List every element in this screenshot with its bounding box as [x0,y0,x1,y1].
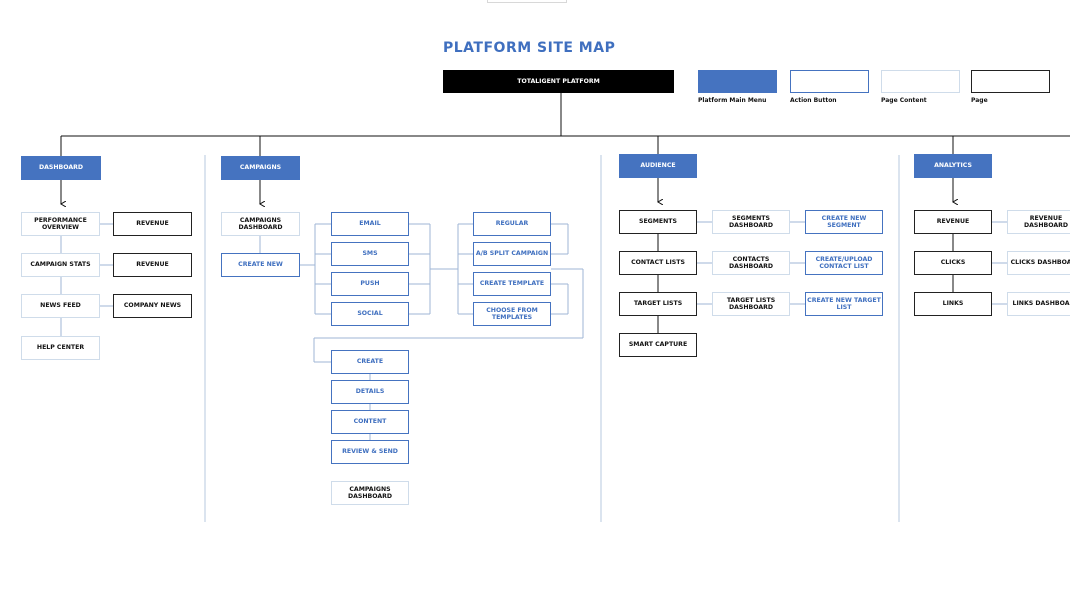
legend-label-page: Page [971,97,988,104]
node-sms: SMS [331,242,409,266]
node-contact-lists: CONTACT LISTS [619,251,697,275]
menu-analytics: ANALYTICS [914,154,992,178]
node-target-lists-dashboard: TARGET LISTS DASHBOARD [712,292,790,316]
node-smart-capture: SMART CAPTURE [619,333,697,357]
node-clicks-dashboard: CLICKS DASHBOARD [1007,251,1070,275]
node-performance-overview: PERFORMANCE OVERVIEW [21,212,100,236]
node-target-lists: TARGET LISTS [619,292,697,316]
node-create-template: CREATE TEMPLATE [473,272,551,296]
page-title: PLATFORM SITE MAP [443,40,616,56]
legend-swatch-page-content [881,70,960,93]
node-segments: SEGMENTS [619,210,697,234]
legend-swatch-page [971,70,1050,93]
node-revenue-1: REVENUE [113,212,192,236]
node-campaigns-dashboard: CAMPAIGNS DASHBOARD [221,212,300,236]
root-node: TOTALIGENT PLATFORM [443,70,674,93]
node-create: CREATE [331,350,409,374]
node-create-new-target-list: CREATE NEW TARGET LIST [805,292,883,316]
node-news-feed: NEWS FEED [21,294,100,318]
node-choose-from-templates: CHOOSE FROM TEMPLATES [473,302,551,326]
legend-swatch-action-button [790,70,869,93]
node-create-new: CREATE NEW [221,253,300,277]
node-contacts-dashboard: CONTACTS DASHBOARD [712,251,790,275]
node-create-new-segment: CREATE NEW SEGMENT [805,210,883,234]
node-campaign-stats: CAMPAIGN STATS [21,253,100,277]
top-tab-edge [487,0,567,3]
node-revenue-dashboard: REVENUE DASHBOARD [1007,210,1070,234]
node-email: EMAIL [331,212,409,236]
node-segments-dashboard: SEGMENTS DASHBOARD [712,210,790,234]
legend-label-page-content: Page Content [881,97,927,104]
node-campaigns-dashboard-end: CAMPAIGNS DASHBOARD [331,481,409,505]
node-create-upload-contact-list: CREATE/UPLOAD CONTACT LIST [805,251,883,275]
node-social: SOCIAL [331,302,409,326]
node-analytics-revenue: REVENUE [914,210,992,234]
legend-label-main-menu: Platform Main Menu [698,97,767,104]
node-clicks: CLICKS [914,251,992,275]
node-ab-split-campaign: A/B SPLIT CAMPAIGN [473,242,551,266]
node-help-center: HELP CENTER [21,336,100,360]
node-revenue-2: REVENUE [113,253,192,277]
menu-dashboard: DASHBOARD [21,156,101,180]
node-review-send: REVIEW & SEND [331,440,409,464]
menu-audience: AUDIENCE [619,154,697,178]
menu-campaigns: CAMPAIGNS [221,156,300,180]
node-company-news: COMPANY NEWS [113,294,192,318]
legend-swatch-main-menu [698,70,777,93]
node-details: DETAILS [331,380,409,404]
node-push: PUSH [331,272,409,296]
node-links: LINKS [914,292,992,316]
node-regular: REGULAR [473,212,551,236]
node-content: CONTENT [331,410,409,434]
legend-label-action-button: Action Button [790,97,837,104]
node-links-dashboard: LINKS DASHBOARD [1007,292,1070,316]
